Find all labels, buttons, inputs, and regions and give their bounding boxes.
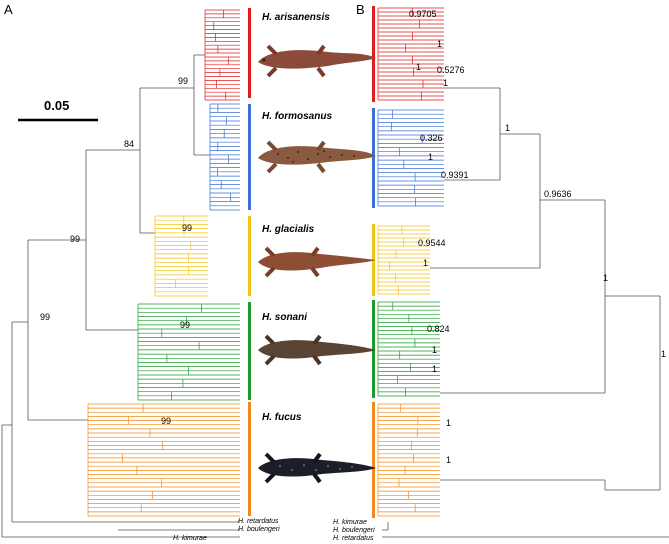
tree-a-support: 99 [178,76,188,86]
clade-label-formosanus: H. formosanus [262,111,332,122]
salamander-illustration-arisanensis [258,44,376,78]
tree-a-backbone [1,54,240,538]
tree-a-support: 99 [182,223,192,233]
subtree-fucus [87,403,240,517]
tree-a-outgroup-label: H. kimurae [173,535,207,542]
subtree-arisanensis [204,9,240,101]
clade-bar-b-formosanus [372,108,375,208]
salamander-illustration-glacialis [258,246,376,278]
tree-a-support: 84 [124,139,134,149]
clade-bar-glacialis [248,216,251,296]
subtree-formosanus [377,109,444,207]
subtree-glacialis [154,215,208,297]
panel-label-a: A [4,2,13,17]
clade-label-glacialis: H. glacialis [262,224,315,235]
tree-a-support: 99 [180,320,190,330]
salamander-illustration-fucus [258,452,376,484]
tree-b-support: 1 [423,258,428,268]
tree-b-support: 1 [437,39,442,49]
tree-b-support: 0.9544 [418,238,446,248]
subtree-fucus [377,403,440,517]
salamander-illustration-sonani [258,334,376,366]
tree-b-support: 1 [432,345,437,355]
tree-b-support: 1 [505,123,510,133]
tree-a-support: 99 [70,234,80,244]
clade-bar-sonani [248,302,251,400]
tree-a-support: 99 [40,312,50,322]
panel-label-b: B [356,2,365,17]
salamander-illustration-formosanus [258,140,376,174]
clade-label-sonani: H. sonani [262,312,307,323]
tree-b-support: 1 [661,349,666,359]
tree-b-clades [377,7,444,517]
subtree-sonani [137,303,240,401]
tree-a-outgroup-label: H. retardatus [238,518,279,525]
tree-b-support: 0.9636 [544,189,572,199]
clade-label-arisanensis: H. arisanensis [262,12,330,23]
tree-a-outgroup-label: H. boulengeri [238,526,280,533]
clade-bar-arisanensis [248,8,251,98]
subtree-glacialis [377,225,430,295]
tree-b-outgroup-label: H. boulengeri [333,527,375,534]
subtree-formosanus [209,103,240,211]
tree-a-clades [87,9,240,517]
subtree-sonani [377,301,440,397]
tree-b-support: 1 [432,364,437,374]
tree-a-support: 99 [161,416,171,426]
tree-b-support: 0.326 [420,133,443,143]
tree-b-support: 1 [428,152,433,162]
tree-b-outgroup-label: H. retardatus [333,535,374,542]
clade-bar-b-sonani [372,300,375,398]
tree-b-support: 0.5276 [437,65,465,75]
tree-b-support: 1 [416,62,421,72]
clade-label-fucus: H. fucus [262,412,302,423]
clade-bar-formosanus [248,104,251,210]
tree-b-support: 1 [446,418,451,428]
tree-b-support: 1 [443,78,448,88]
clade-bar-fucus [248,402,251,516]
tree-b-backbone [382,87,669,538]
tree-b-support: 0.9705 [409,9,437,19]
tree-b-support: 0.9391 [441,170,469,180]
subtree-arisanensis [377,7,444,101]
tree-b-support: 0.824 [427,324,450,334]
clade-bar-b-fucus [372,402,375,518]
scale-bar-label: 0.05 [44,98,69,113]
tree-b-support: 1 [603,273,608,283]
tree-b-support: 1 [446,455,451,465]
clade-bar-b-arisanensis [372,6,375,102]
tree-b-outgroup-label: H. kimurae [333,519,367,526]
